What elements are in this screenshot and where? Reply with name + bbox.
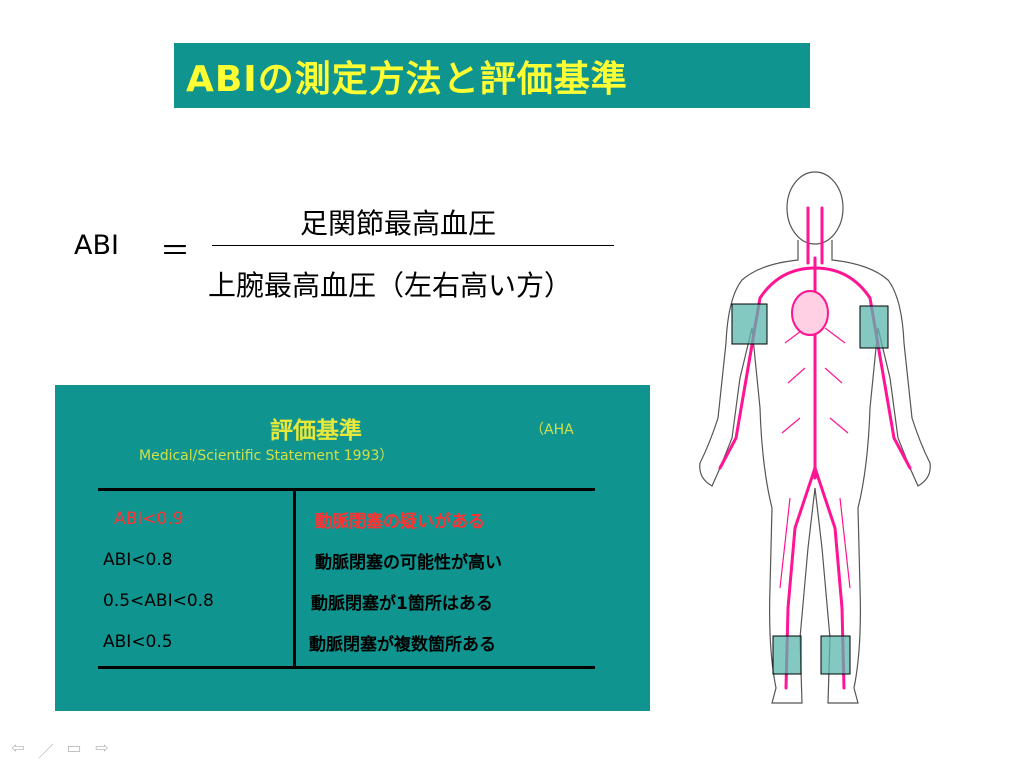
criteria-meaning-cell: 動脈閉塞の可能性が高い xyxy=(315,553,502,573)
cuff-right-arm xyxy=(731,303,768,345)
cuff-left-ankle xyxy=(820,635,851,675)
formula-denominator: 上腕最高血圧（左右高い方） xyxy=(208,269,573,302)
minor-vessels xyxy=(739,327,891,589)
criteria-meaning-cell: 動脈閉塞の疑いがある xyxy=(315,512,485,532)
arrow-right-icon[interactable]: ⇨ xyxy=(95,738,109,757)
formula-numerator: 足関節最高血圧 xyxy=(300,207,497,240)
formula-equals: ＝ xyxy=(160,234,190,269)
table-bottom-rule xyxy=(98,666,595,669)
heart-icon xyxy=(791,290,829,336)
criteria-range-cell: ABI<0.5 xyxy=(103,632,173,652)
page-title: ABIの測定方法と評価基準 xyxy=(186,58,628,100)
arteries xyxy=(718,206,912,690)
criteria-source-line2: Medical/Scientific Statement 1993） xyxy=(139,448,394,464)
cuff-right-ankle xyxy=(772,635,802,675)
criteria-source-line1: （AHA xyxy=(530,422,574,438)
title-banner: ABIの測定方法と評価基準 xyxy=(174,43,810,108)
body-outline xyxy=(699,171,931,704)
cuff-left-arm xyxy=(859,305,889,349)
criteria-range-cell: 0.5<ABI<0.8 xyxy=(103,591,214,611)
table-top-rule xyxy=(98,488,595,491)
criteria-range-cell: ABI<0.9 xyxy=(114,509,184,529)
pen-icon[interactable]: ／ xyxy=(37,742,54,761)
fraction-line xyxy=(212,245,614,246)
criteria-meaning-cell: 動脈閉塞が1箇所はある xyxy=(311,594,493,614)
criteria-range-cell: ABI<0.8 xyxy=(103,550,173,570)
bp-cuffs xyxy=(731,303,889,675)
criteria-meaning-cell: 動脈閉塞が複数箇所ある xyxy=(309,635,496,655)
human-body-vascular-illustration xyxy=(699,171,931,704)
slide-navigation: ⇦ ／ ▭ ⇨ xyxy=(8,738,112,762)
criteria-heading: 評価基準 xyxy=(270,418,362,444)
table-column-divider xyxy=(293,490,296,668)
formula-lhs: ABI xyxy=(74,230,119,261)
menu-icon[interactable]: ▭ xyxy=(66,738,82,757)
criteria-panel: 評価基準 （AHA Medical/Scientific Statement 1… xyxy=(55,385,650,711)
arrow-left-icon[interactable]: ⇦ xyxy=(11,738,25,757)
